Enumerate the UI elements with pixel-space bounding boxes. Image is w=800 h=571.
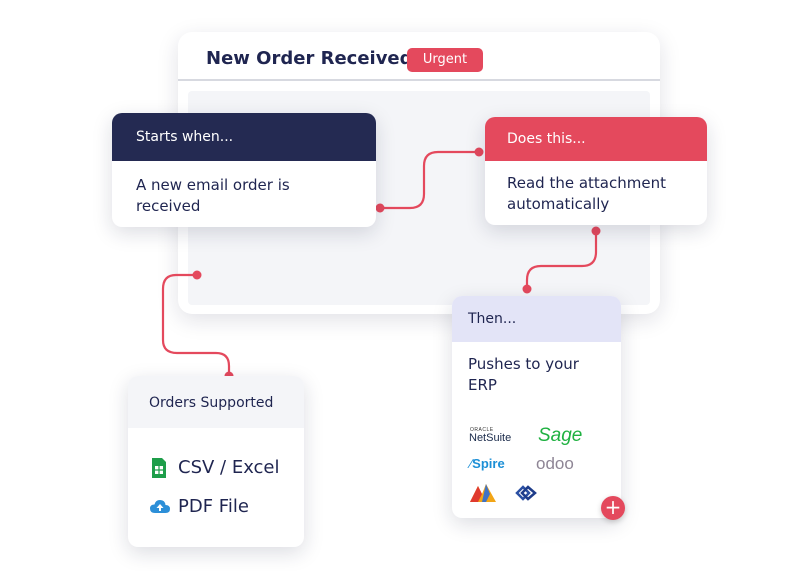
result-card[interactable]: Then... Pushes to your ERP ORACLE NetSui… — [452, 296, 621, 518]
connector-trigger-action — [380, 150, 479, 210]
sage-logo: Sage — [538, 425, 583, 446]
connector-dot — [192, 270, 202, 280]
connector-dot — [474, 147, 484, 157]
add-button[interactable]: + — [601, 496, 625, 520]
result-text: Pushes to your ERP — [468, 355, 579, 394]
trigger-text: A new email order is received — [136, 176, 290, 215]
trigger-card[interactable]: Starts when... A new email order is rece… — [112, 113, 376, 227]
panel-title: New Order Received — [206, 48, 413, 69]
connector-action-result — [525, 231, 598, 289]
plus-icon: + — [604, 495, 622, 519]
spreadsheet-icon — [152, 458, 166, 478]
format-label: CSV / Excel — [178, 457, 280, 478]
connector-dot — [591, 226, 601, 236]
connector-dot — [375, 203, 385, 213]
connector-dot — [522, 284, 532, 294]
oracle-logo-text: ORACLE — [470, 427, 494, 433]
orders-label: Orders Supported — [128, 376, 304, 428]
action-card[interactable]: Does this... Read the attachment automat… — [485, 117, 707, 225]
mountain-logo-icon — [470, 484, 496, 502]
action-text: Read the attachment automatically — [507, 174, 666, 213]
cloud-upload-icon — [150, 500, 170, 513]
orders-card: Orders Supported CSV / Excel PDF File — [128, 376, 304, 547]
odoo-logo: odoo — [536, 454, 574, 473]
format-label: PDF File — [178, 496, 249, 517]
urgent-badge: Urgent — [407, 48, 483, 72]
connector-panel-orders — [161, 273, 231, 376]
diamond-logo-icon — [515, 485, 537, 501]
spire-icon: ⁄ — [470, 456, 473, 471]
spire-logo: ⁄Spire — [470, 456, 505, 471]
panel-divider — [178, 79, 660, 81]
trigger-label: Starts when... — [112, 113, 376, 161]
action-label: Does this... — [485, 117, 707, 161]
result-label: Then... — [452, 296, 621, 342]
spire-logo-text: Spire — [472, 456, 505, 471]
netsuite-logo: NetSuite — [469, 432, 512, 444]
